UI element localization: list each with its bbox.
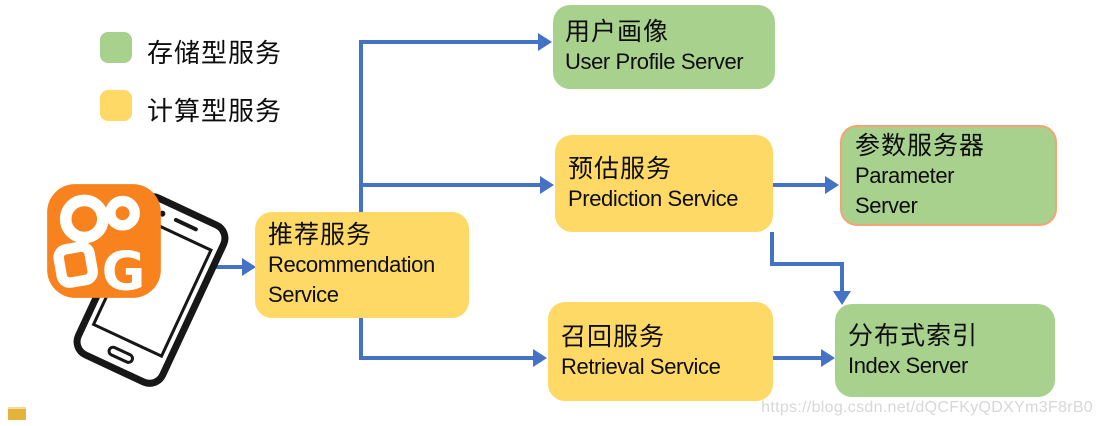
phone-speaker bbox=[173, 217, 199, 232]
node-parameter-server: 参数服务器 Parameter Server bbox=[840, 125, 1057, 226]
connector-phone-to-recommendation bbox=[197, 265, 243, 269]
node-user-profile-server: 用户画像 User Profile Server bbox=[553, 5, 775, 89]
phone-home-button bbox=[105, 343, 136, 366]
connector-trunk-up bbox=[359, 40, 363, 214]
connector-prediction-to-parameter bbox=[773, 183, 826, 187]
legend-swatch-storage bbox=[100, 32, 132, 63]
arrowhead-into-parameter bbox=[825, 176, 839, 194]
arrowhead-into-retrieval bbox=[533, 349, 547, 367]
connector-trunk-down bbox=[359, 318, 363, 360]
connector-to-retrieval bbox=[359, 356, 535, 360]
node-label-en: Recommendation Service bbox=[268, 252, 435, 307]
legend-label-storage: 存储型服务 bbox=[147, 38, 283, 68]
node-prediction-service: 预估服务 Prediction Service bbox=[555, 135, 773, 232]
legend-swatch-compute bbox=[100, 90, 132, 121]
node-label-en: Retrieval Service bbox=[561, 353, 721, 379]
connector-prediction-to-index-seg3 bbox=[840, 262, 844, 292]
yellow-square-fragment bbox=[8, 407, 26, 420]
node-label-cn: 用户画像 bbox=[565, 18, 670, 46]
svg-text:G: G bbox=[102, 240, 146, 300]
arrowhead-down-into-index bbox=[833, 291, 851, 305]
node-label-cn: 参数服务器 bbox=[855, 131, 986, 160]
arrowhead-into-recommendation bbox=[242, 258, 256, 276]
arrowhead-into-prediction bbox=[540, 176, 554, 194]
arrowhead-into-index bbox=[821, 349, 835, 367]
kuaishou-logo-icon: G bbox=[47, 184, 161, 300]
connector-prediction-to-index-seg2 bbox=[770, 262, 844, 266]
legend-label-compute: 计算型服务 bbox=[147, 96, 283, 126]
node-label-en: Index Server bbox=[848, 352, 968, 378]
node-label-en: User Profile Server bbox=[565, 49, 744, 74]
node-label-cn: 推荐服务 bbox=[268, 221, 373, 249]
node-recommendation-service: 推荐服务 Recommendation Service bbox=[255, 212, 469, 318]
arrowhead-into-user-profile bbox=[538, 33, 552, 51]
node-label-en: Prediction Service bbox=[568, 185, 739, 211]
node-index-server: 分布式索引 Index Server bbox=[835, 304, 1055, 397]
connector-prediction-to-index-seg1 bbox=[770, 232, 774, 266]
node-label-cn: 预估服务 bbox=[568, 154, 673, 183]
node-retrieval-service: 召回服务 Retrieval Service bbox=[548, 302, 773, 401]
connector-to-user-profile bbox=[359, 40, 539, 44]
connector-to-prediction bbox=[359, 183, 541, 187]
csdn-watermark: https://blog.csdn.net/dQCFKyQDXYm3F8rB0 bbox=[761, 399, 1093, 416]
node-label-cn: 召回服务 bbox=[561, 322, 666, 351]
node-label-en: Parameter Server bbox=[855, 162, 955, 218]
connector-retrieval-to-index bbox=[773, 356, 822, 360]
node-label-cn: 分布式索引 bbox=[848, 321, 979, 350]
